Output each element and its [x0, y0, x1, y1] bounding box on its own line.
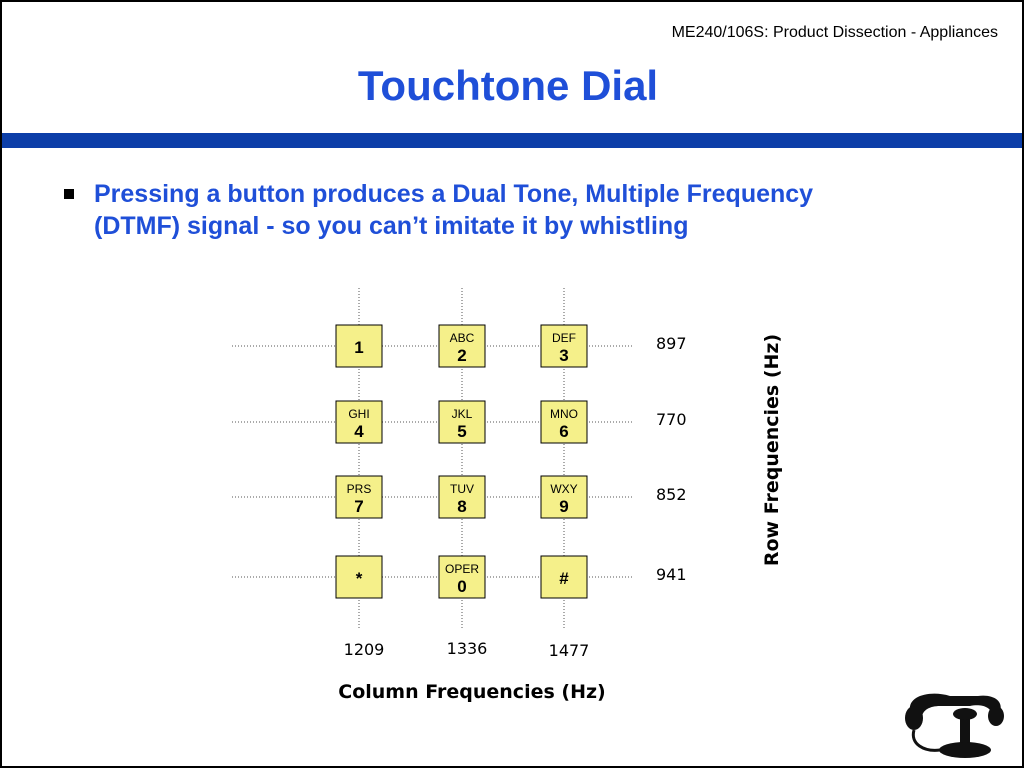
column-frequency-label: 1336 [447, 639, 488, 658]
key-digit: 7 [354, 497, 363, 516]
column-frequency-label: 1209 [344, 640, 385, 659]
key-letters: JKL [452, 407, 473, 421]
key-face [438, 324, 486, 368]
column-frequency-labels: 1209 1336 1477 [344, 639, 590, 660]
key-face [335, 400, 383, 444]
title-rule [2, 133, 1022, 148]
column-frequency-label: 1477 [549, 641, 590, 660]
row-frequency-label: 941 [656, 565, 687, 584]
row-axis-label: Row Frequencies (Hz) [761, 334, 783, 566]
row-frequency-label: 852 [656, 485, 687, 504]
key-letters: GHI [348, 407, 369, 421]
key-letters: ABC [450, 331, 475, 345]
candlestick-phone-icon [905, 693, 1004, 758]
key-letters: MNO [550, 407, 578, 421]
key-face [438, 475, 486, 519]
key-digit: # [559, 569, 569, 588]
key-face [335, 324, 383, 368]
key-face [438, 400, 486, 444]
key-digit: 3 [559, 346, 568, 365]
row-frequency-labels: 897 770 852 941 [656, 334, 687, 584]
key-digit: 6 [559, 422, 568, 441]
key-letters: OPER [445, 562, 479, 576]
key-digit: 9 [559, 497, 568, 516]
keypad-key-star[interactable]: * [335, 555, 383, 599]
row-frequency-label: 897 [656, 334, 687, 353]
bullet-text: Pressing a button produces a Dual Tone, … [94, 178, 954, 242]
row-frequency-label: 770 [656, 410, 687, 429]
bullet-line-2: (DTMF) signal - so you can’t imitate it … [94, 212, 689, 240]
key-face [335, 475, 383, 519]
keypad-key-hash[interactable]: # [540, 555, 588, 599]
slide-title: Touchtone Dial [357, 62, 659, 109]
key-digit: 8 [457, 497, 466, 516]
key-digit: 4 [354, 422, 364, 441]
bullet-line-1: Pressing a button produces a Dual Tone, … [94, 180, 814, 208]
key-digit: * [356, 569, 363, 588]
course-header: ME240/106S: Product Dissection - Applian… [671, 24, 998, 41]
key-face [438, 555, 486, 599]
key-letters: DEF [552, 331, 576, 345]
key-letters: TUV [450, 482, 474, 496]
key-face [540, 475, 588, 519]
key-letters: WXY [550, 482, 577, 496]
key-face [540, 400, 588, 444]
key-digit: 5 [457, 422, 466, 441]
column-axis-label: Column Frequencies (Hz) [338, 681, 605, 703]
keypad-key-1[interactable]: 1 [335, 324, 383, 368]
key-letters: PRS [347, 482, 372, 496]
key-digit: 1 [354, 338, 363, 357]
key-digit: 2 [457, 346, 466, 365]
key-face [335, 555, 383, 599]
bullet-square-icon [64, 189, 74, 199]
key-digit: 0 [457, 577, 466, 596]
key-face [540, 324, 588, 368]
key-face [540, 555, 588, 599]
